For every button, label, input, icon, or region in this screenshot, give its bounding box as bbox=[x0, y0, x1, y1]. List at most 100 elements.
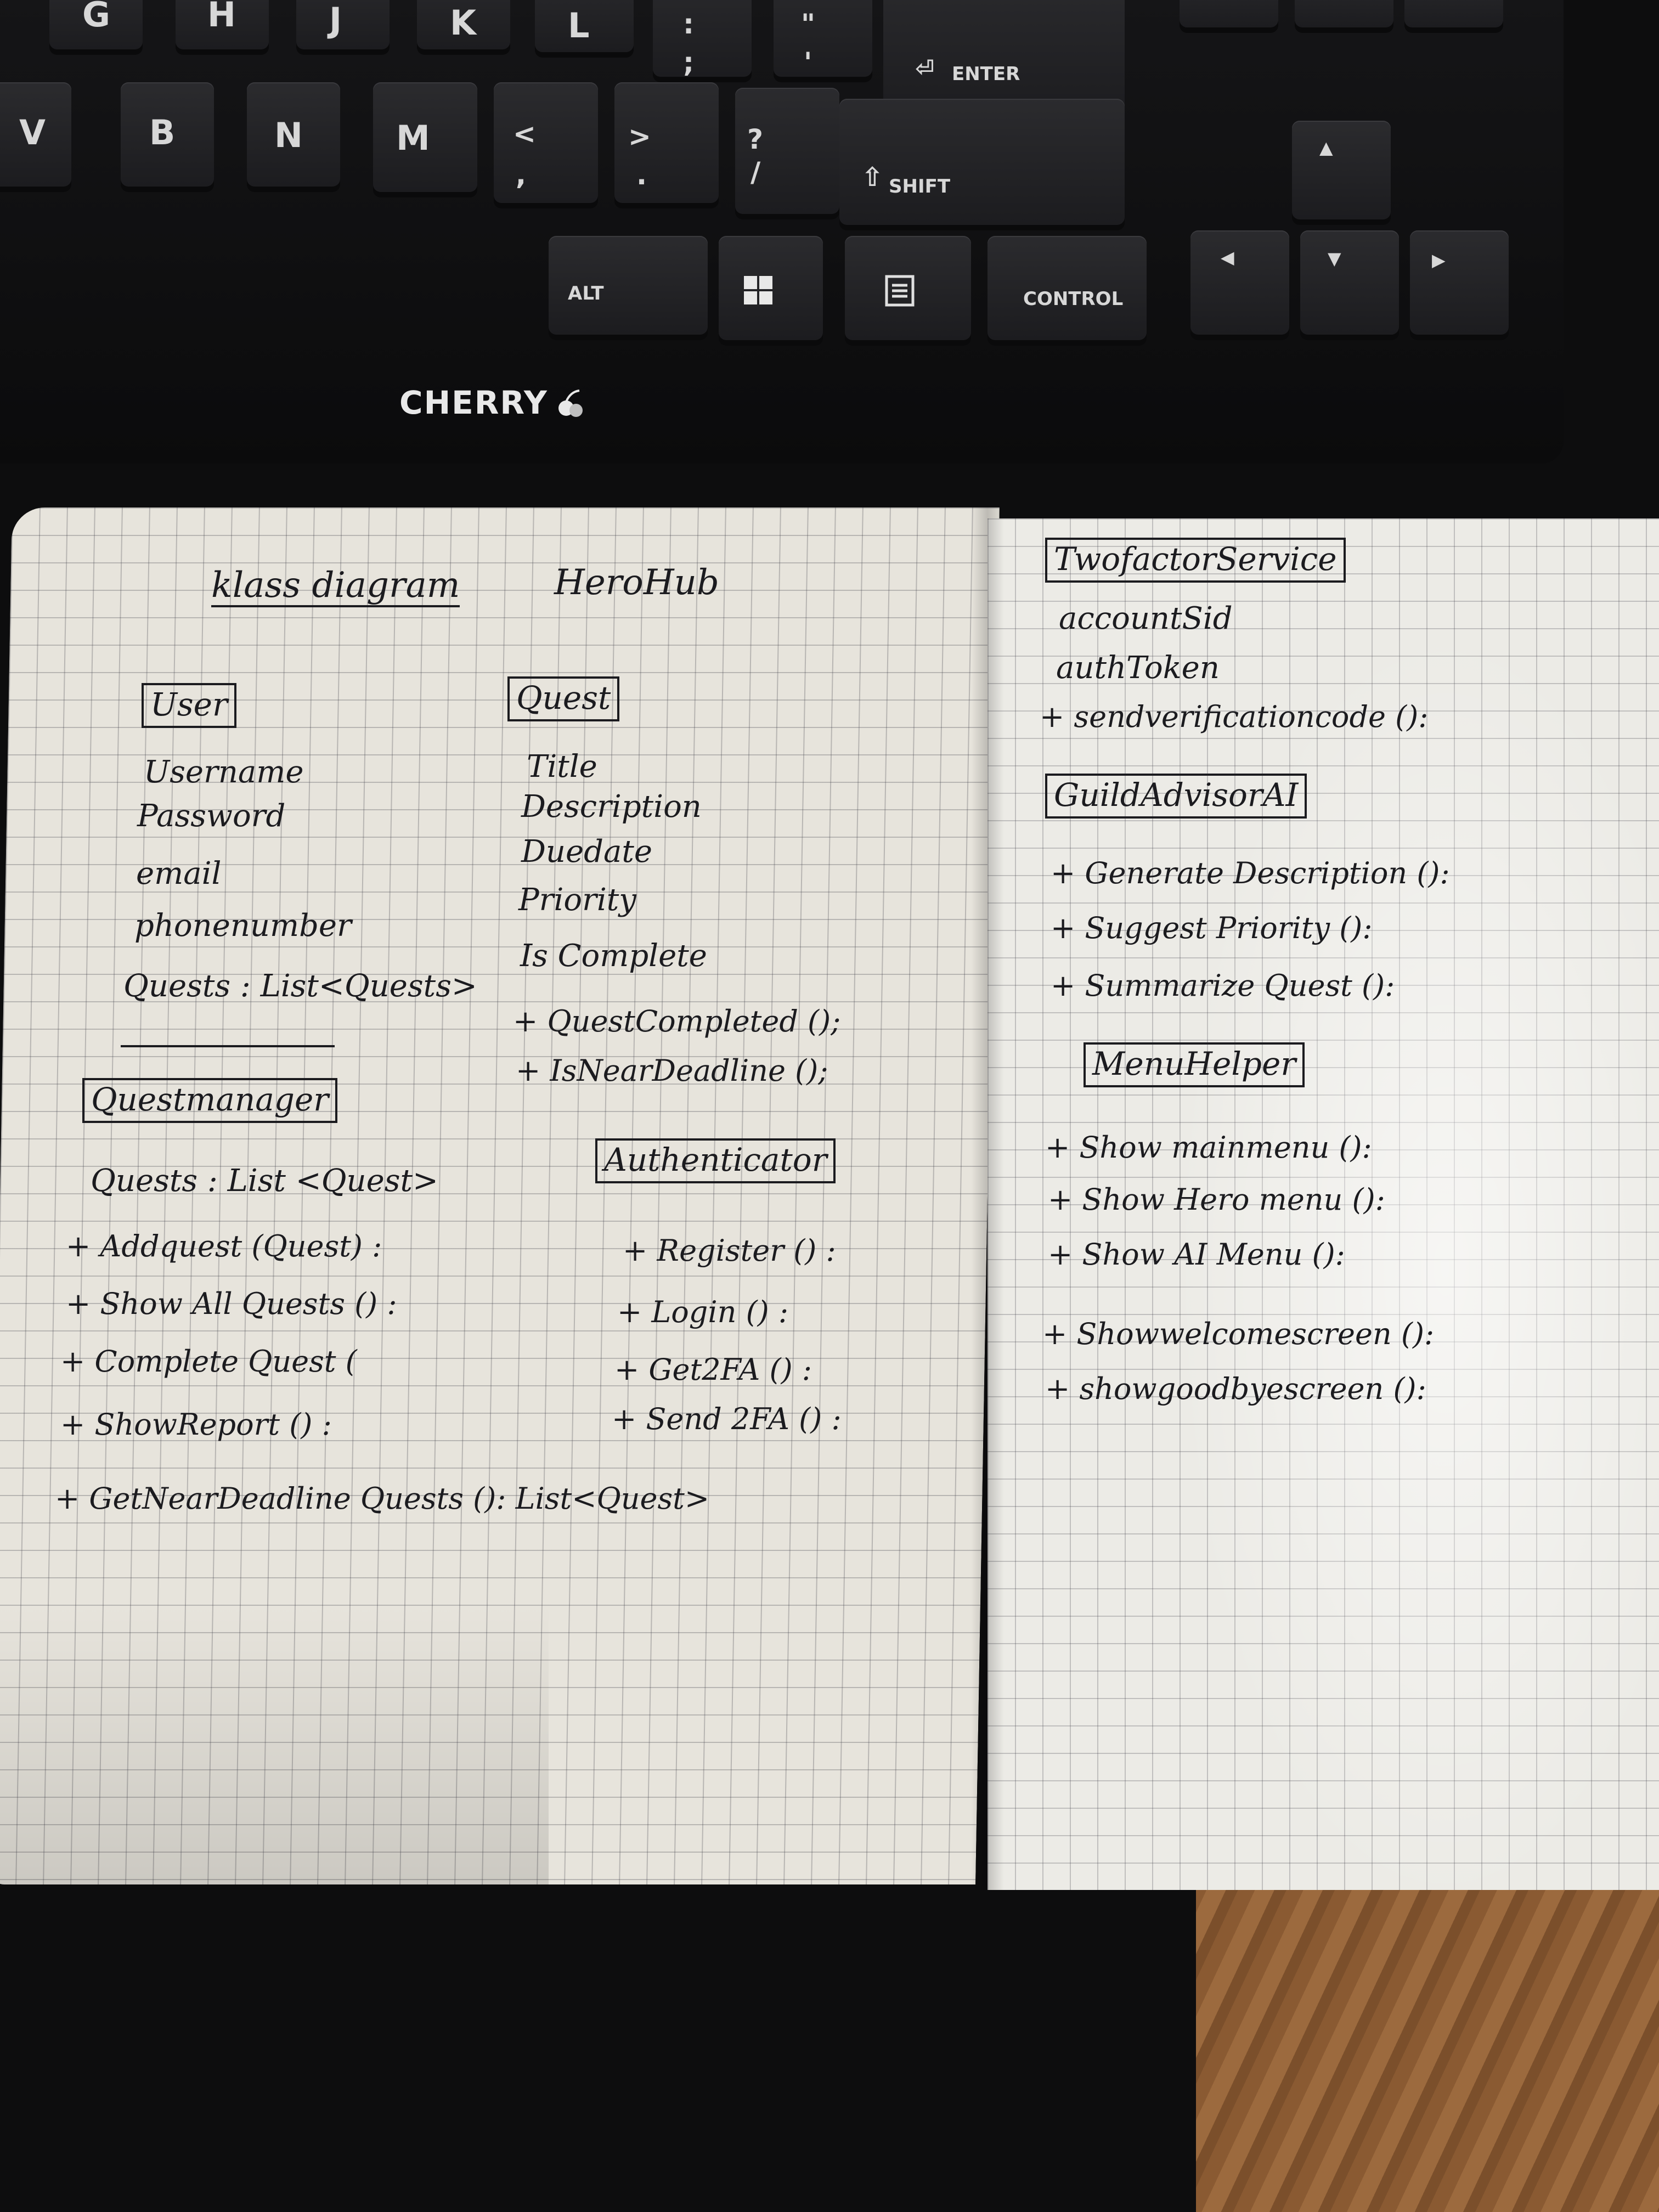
user-quests-attribute: Quests : List<Quests> bbox=[123, 968, 477, 1004]
keyboard: G H J K L : ; " ' ⏎ ENTER V B N M < , > … bbox=[0, 0, 1564, 464]
quest-method: + QuestCompleted (); bbox=[513, 1004, 841, 1039]
menuhelper-method: + Show mainmenu (): bbox=[1045, 1130, 1372, 1165]
arrow-up-icon: ▲ bbox=[1319, 137, 1333, 158]
twofactorservice-attribute: accountSid bbox=[1059, 601, 1233, 636]
shift-arrow-icon: ⇧ bbox=[861, 162, 884, 193]
user-attribute: email bbox=[136, 856, 222, 891]
key-v bbox=[0, 82, 71, 187]
class-quest-name: Quest bbox=[507, 676, 620, 721]
key-m bbox=[373, 82, 477, 192]
quest-attribute: Title bbox=[527, 749, 597, 785]
key-l bbox=[535, 0, 634, 52]
authenticator-method: + Register () : bbox=[623, 1233, 836, 1268]
key-slash bbox=[735, 88, 839, 214]
page-shadow bbox=[0, 1605, 549, 1890]
user-attribute: phonenumber bbox=[134, 908, 352, 944]
diagram-title: klass diagram bbox=[211, 568, 460, 607]
key-arrow-right bbox=[1410, 230, 1509, 335]
key-arrow-left bbox=[1190, 230, 1289, 335]
key-arrow-up bbox=[1292, 121, 1391, 219]
key-nav-3 bbox=[1404, 0, 1503, 27]
twofactorservice-method: + sendverificationcode (): bbox=[1040, 699, 1429, 734]
keyboard-brand-logo: CHERRY bbox=[399, 384, 548, 421]
questmanager-method: + Complete Quest ( bbox=[60, 1344, 357, 1379]
arrow-left-icon: ◀ bbox=[1221, 247, 1234, 268]
key-g bbox=[49, 0, 143, 49]
questmanager-method: + GetNearDeadline Quests (): List<Quest> bbox=[55, 1481, 710, 1516]
key-n bbox=[247, 82, 340, 187]
key-quote bbox=[774, 0, 872, 77]
menuhelper-method: + Show Hero menu (): bbox=[1048, 1182, 1385, 1217]
key-control bbox=[988, 236, 1147, 340]
key-alt bbox=[549, 236, 708, 335]
key-v-label: V bbox=[19, 112, 46, 153]
user-attribute: Password bbox=[137, 798, 286, 834]
class-menuhelper-name: MenuHelper bbox=[1084, 1042, 1305, 1087]
enter-arrow-icon: ⏎ bbox=[915, 55, 935, 82]
key-k bbox=[417, 0, 510, 49]
key-n-label: N bbox=[274, 115, 303, 155]
class-twofactorservice-name: TwofactorService bbox=[1045, 538, 1346, 583]
key-m-label: M bbox=[396, 118, 430, 158]
quest-attribute: Description bbox=[521, 789, 702, 825]
quest-attribute: Priority bbox=[518, 882, 636, 918]
questmanager-attribute: Quests : List <Quest> bbox=[91, 1163, 438, 1199]
questmanager-method: + Addquest (Quest) : bbox=[66, 1229, 382, 1263]
key-arrow-down bbox=[1300, 230, 1399, 335]
guildadvisorai-method: + Suggest Priority (): bbox=[1051, 911, 1373, 945]
key-comma-bottom-label: , bbox=[516, 159, 526, 191]
questmanager-top-line bbox=[121, 1045, 335, 1047]
class-authenticator-name: Authenticator bbox=[595, 1138, 836, 1183]
key-colon-bottom-label: ; bbox=[683, 47, 694, 78]
key-b bbox=[121, 82, 214, 187]
key-k-label: K bbox=[450, 3, 477, 43]
key-comma-top-label: < bbox=[513, 118, 536, 150]
key-g-label: G bbox=[82, 0, 110, 35]
authenticator-method: + Login () : bbox=[617, 1295, 789, 1329]
authenticator-method: + Get2FA () : bbox=[614, 1352, 812, 1387]
windows-logo-icon bbox=[744, 276, 772, 304]
key-menu bbox=[845, 236, 971, 340]
key-period-bottom-label: . bbox=[636, 159, 647, 191]
key-nav-1 bbox=[1180, 0, 1278, 27]
key-j bbox=[296, 0, 390, 49]
class-questmanager-name: Questmanager bbox=[82, 1078, 337, 1123]
guildadvisorai-method: + Generate Description (): bbox=[1051, 856, 1450, 890]
arrow-right-icon: ▶ bbox=[1432, 250, 1446, 270]
key-period-top-label: > bbox=[628, 121, 651, 153]
arrow-down-icon: ▼ bbox=[1328, 248, 1341, 269]
key-nav-2 bbox=[1295, 0, 1393, 27]
class-guildadvisorai-name: GuildAdvisorAI bbox=[1045, 774, 1307, 819]
key-colon bbox=[653, 0, 752, 77]
project-title: HeroHub bbox=[554, 562, 719, 603]
key-quote-top-label: " bbox=[801, 8, 816, 40]
user-attribute: Username bbox=[144, 754, 304, 790]
key-enter-label: ENTER bbox=[952, 63, 1020, 85]
key-h bbox=[176, 0, 269, 49]
guildadvisorai-method: + Summarize Quest (): bbox=[1051, 968, 1395, 1003]
twofactorservice-attribute: authToken bbox=[1056, 650, 1220, 686]
menuhelper-method: + Showwelcomescreen (): bbox=[1042, 1317, 1435, 1351]
questmanager-method: + ShowReport () : bbox=[60, 1407, 332, 1442]
key-colon-top-label: : bbox=[683, 8, 694, 40]
quest-method: + IsNearDeadline (); bbox=[516, 1053, 828, 1088]
class-user-name: User bbox=[142, 683, 236, 728]
cherry-logo-icon bbox=[554, 387, 587, 420]
key-slash-bottom-label: / bbox=[751, 156, 761, 188]
key-h-label: H bbox=[207, 0, 236, 35]
key-quote-bottom-label: ' bbox=[804, 47, 812, 78]
menuhelper-method: + showgoodbyescreen (): bbox=[1045, 1372, 1426, 1406]
questmanager-method: + Show All Quests () : bbox=[66, 1286, 397, 1321]
notebook-spine bbox=[971, 507, 1004, 1890]
quest-attribute: Is Complete bbox=[520, 938, 707, 974]
authenticator-method: + Send 2FA () : bbox=[612, 1402, 842, 1436]
key-l-label: L bbox=[568, 5, 590, 46]
key-j-label: J bbox=[329, 0, 342, 40]
key-slash-top-label: ? bbox=[747, 123, 764, 155]
key-period bbox=[614, 82, 719, 203]
key-shift-label: SHIFT bbox=[889, 176, 951, 198]
menu-key-icon bbox=[883, 274, 916, 307]
quest-attribute: Duedate bbox=[521, 834, 652, 870]
menuhelper-method: + Show AI Menu (): bbox=[1048, 1237, 1345, 1272]
key-comma bbox=[494, 82, 598, 203]
